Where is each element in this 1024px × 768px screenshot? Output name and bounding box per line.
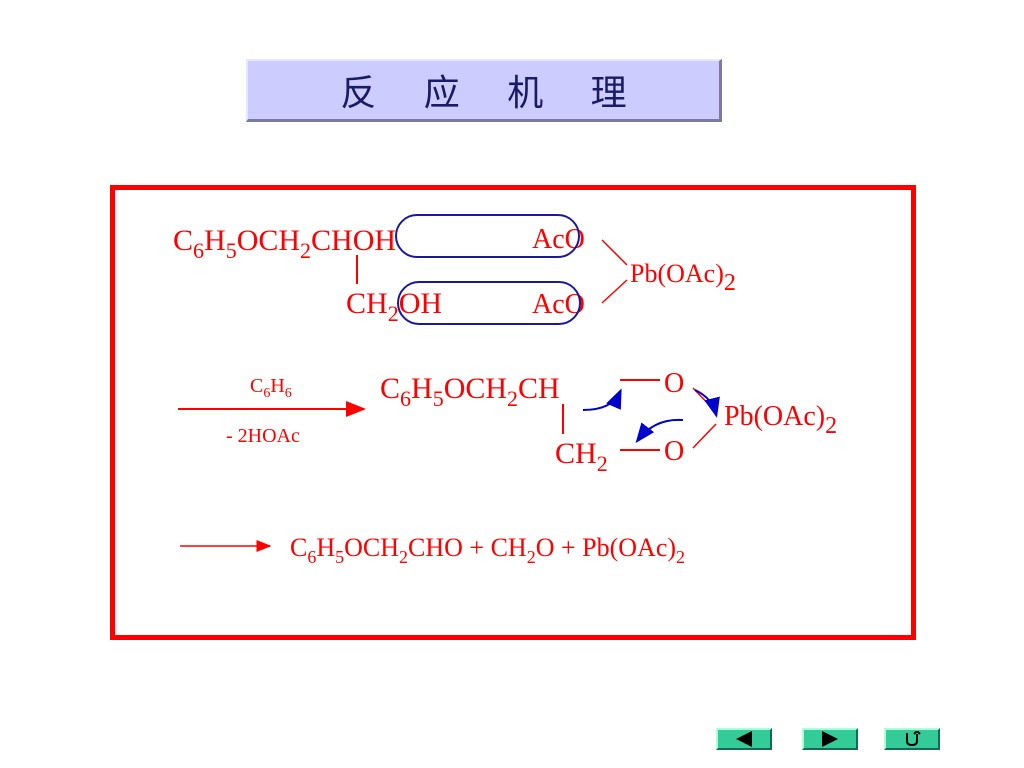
mechanism-frame	[110, 185, 916, 640]
return-icon	[906, 731, 921, 747]
ellipse-bottom	[397, 281, 581, 325]
intermediate-bottom: CH2	[555, 437, 608, 476]
bond-line	[601, 239, 628, 266]
triangle-left-icon	[736, 731, 752, 747]
prev-slide-button[interactable]	[716, 728, 772, 750]
aco-top: AcO	[532, 224, 585, 255]
ellipse-top	[395, 214, 580, 258]
bond-line	[692, 423, 717, 449]
condition-solvent: C6H6	[250, 375, 292, 401]
glycol-top: C6H5OCH2CHOH	[173, 224, 396, 263]
triangle-right-icon	[822, 731, 838, 747]
condition-byproduct: - 2HOAc	[226, 425, 300, 447]
lead-center: Pb(OAc)2	[724, 401, 837, 439]
electron-arrow	[635, 418, 684, 444]
glycol-bottom: CH2OH	[346, 287, 442, 326]
electron-arrow	[694, 389, 720, 418]
title-box: 反 应 机 理	[246, 59, 722, 122]
lead-reagent: Pb(OAc)2	[630, 259, 736, 296]
return-button[interactable]	[884, 728, 940, 750]
slide-title: 反 应 机 理	[340, 73, 645, 114]
oxygen-top: O	[664, 368, 684, 399]
electron-arrow	[582, 388, 622, 411]
oxygen-bottom: O	[664, 436, 684, 467]
next-slide-button[interactable]	[802, 728, 858, 750]
intermediate-top: C6H5OCH2CH	[380, 372, 560, 411]
bond-line	[601, 279, 628, 304]
products: C6H5OCH2CHO + CH2O + Pb(OAc)2	[290, 533, 685, 567]
